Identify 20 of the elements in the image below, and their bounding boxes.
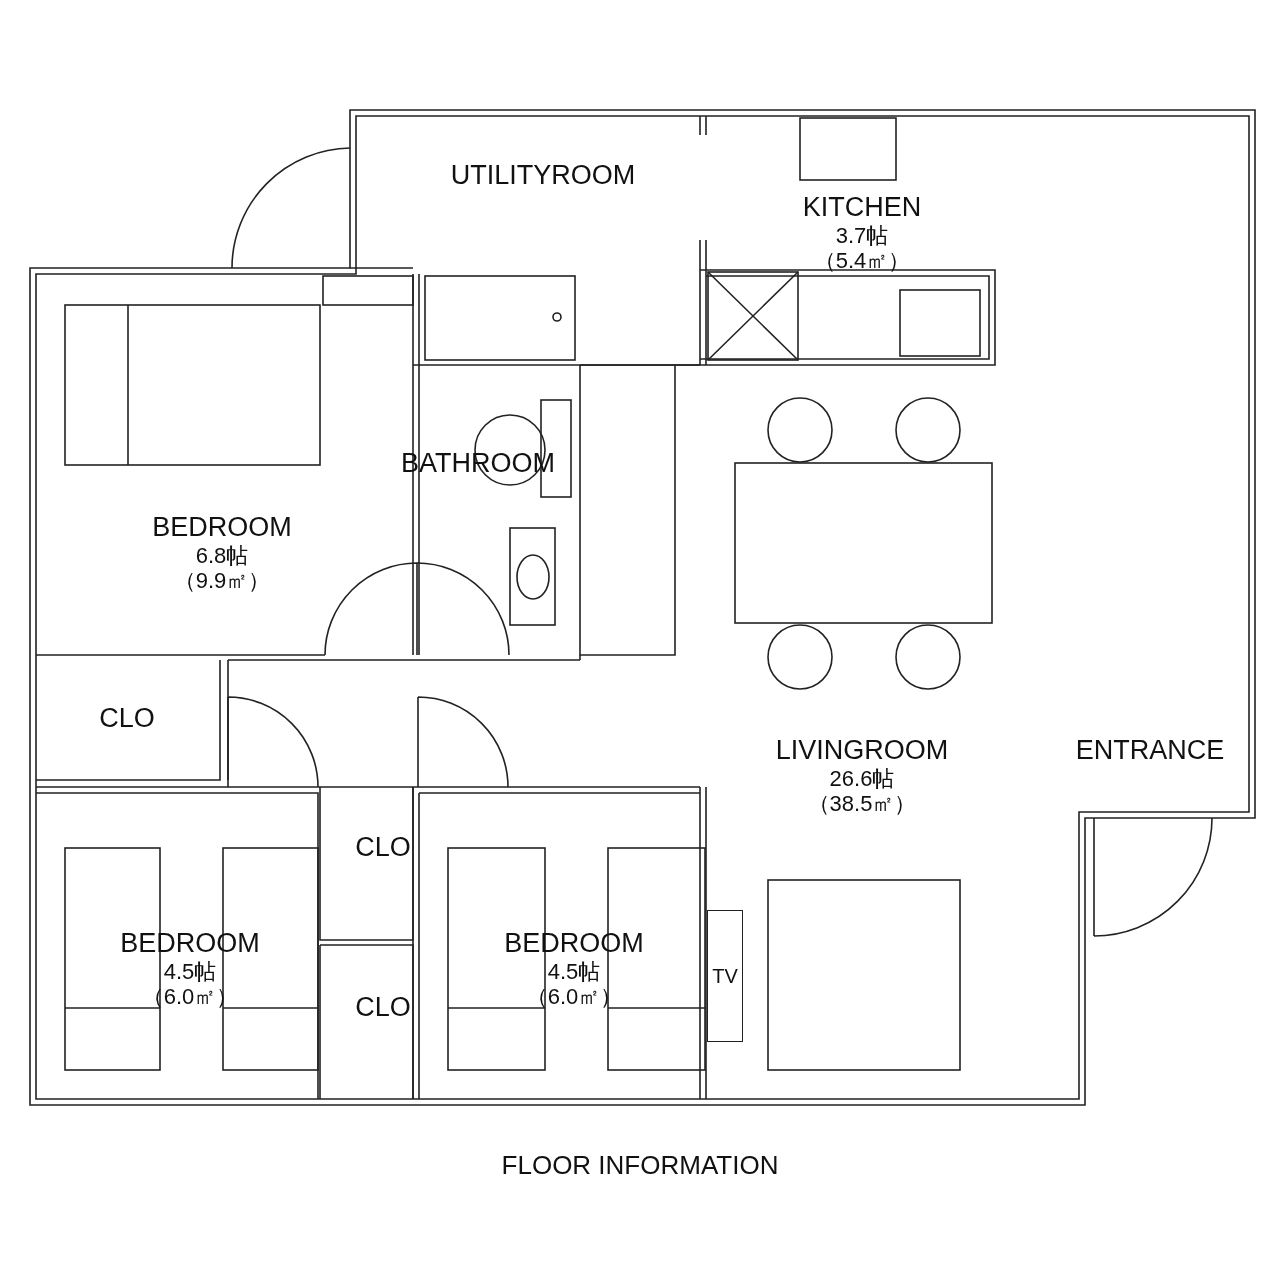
room-area-sqm: （6.0㎡） bbox=[141, 984, 239, 1010]
tv-stand: TV bbox=[707, 910, 743, 1042]
plan-caption: FLOOR INFORMATION bbox=[501, 1150, 779, 1180]
room-name: LIVINGROOM bbox=[775, 735, 949, 767]
room-area-tatami: 26.6帖 bbox=[829, 766, 895, 792]
room-area-sqm: （9.9㎡） bbox=[173, 568, 271, 594]
room-name: CLO bbox=[355, 992, 411, 1024]
room-area-tatami: 3.7帖 bbox=[835, 223, 889, 249]
room-name: ENTRANCE bbox=[1075, 735, 1225, 767]
room-area-tatami: 6.8帖 bbox=[195, 543, 249, 569]
room-area-sqm: （38.5㎡） bbox=[807, 791, 917, 817]
room-name: KITCHEN bbox=[802, 192, 922, 224]
room-area-sqm: （6.0㎡） bbox=[525, 984, 623, 1010]
room-name: BEDROOM bbox=[152, 512, 292, 544]
room-area-tatami: 4.5帖 bbox=[163, 959, 217, 985]
room-name: CLO bbox=[355, 832, 411, 864]
room-area-tatami: 4.5帖 bbox=[547, 959, 601, 985]
room-name: UTILITYROOM bbox=[450, 160, 636, 192]
room-area-sqm: （5.4㎡） bbox=[813, 248, 911, 274]
room-name: CLO bbox=[99, 703, 155, 735]
